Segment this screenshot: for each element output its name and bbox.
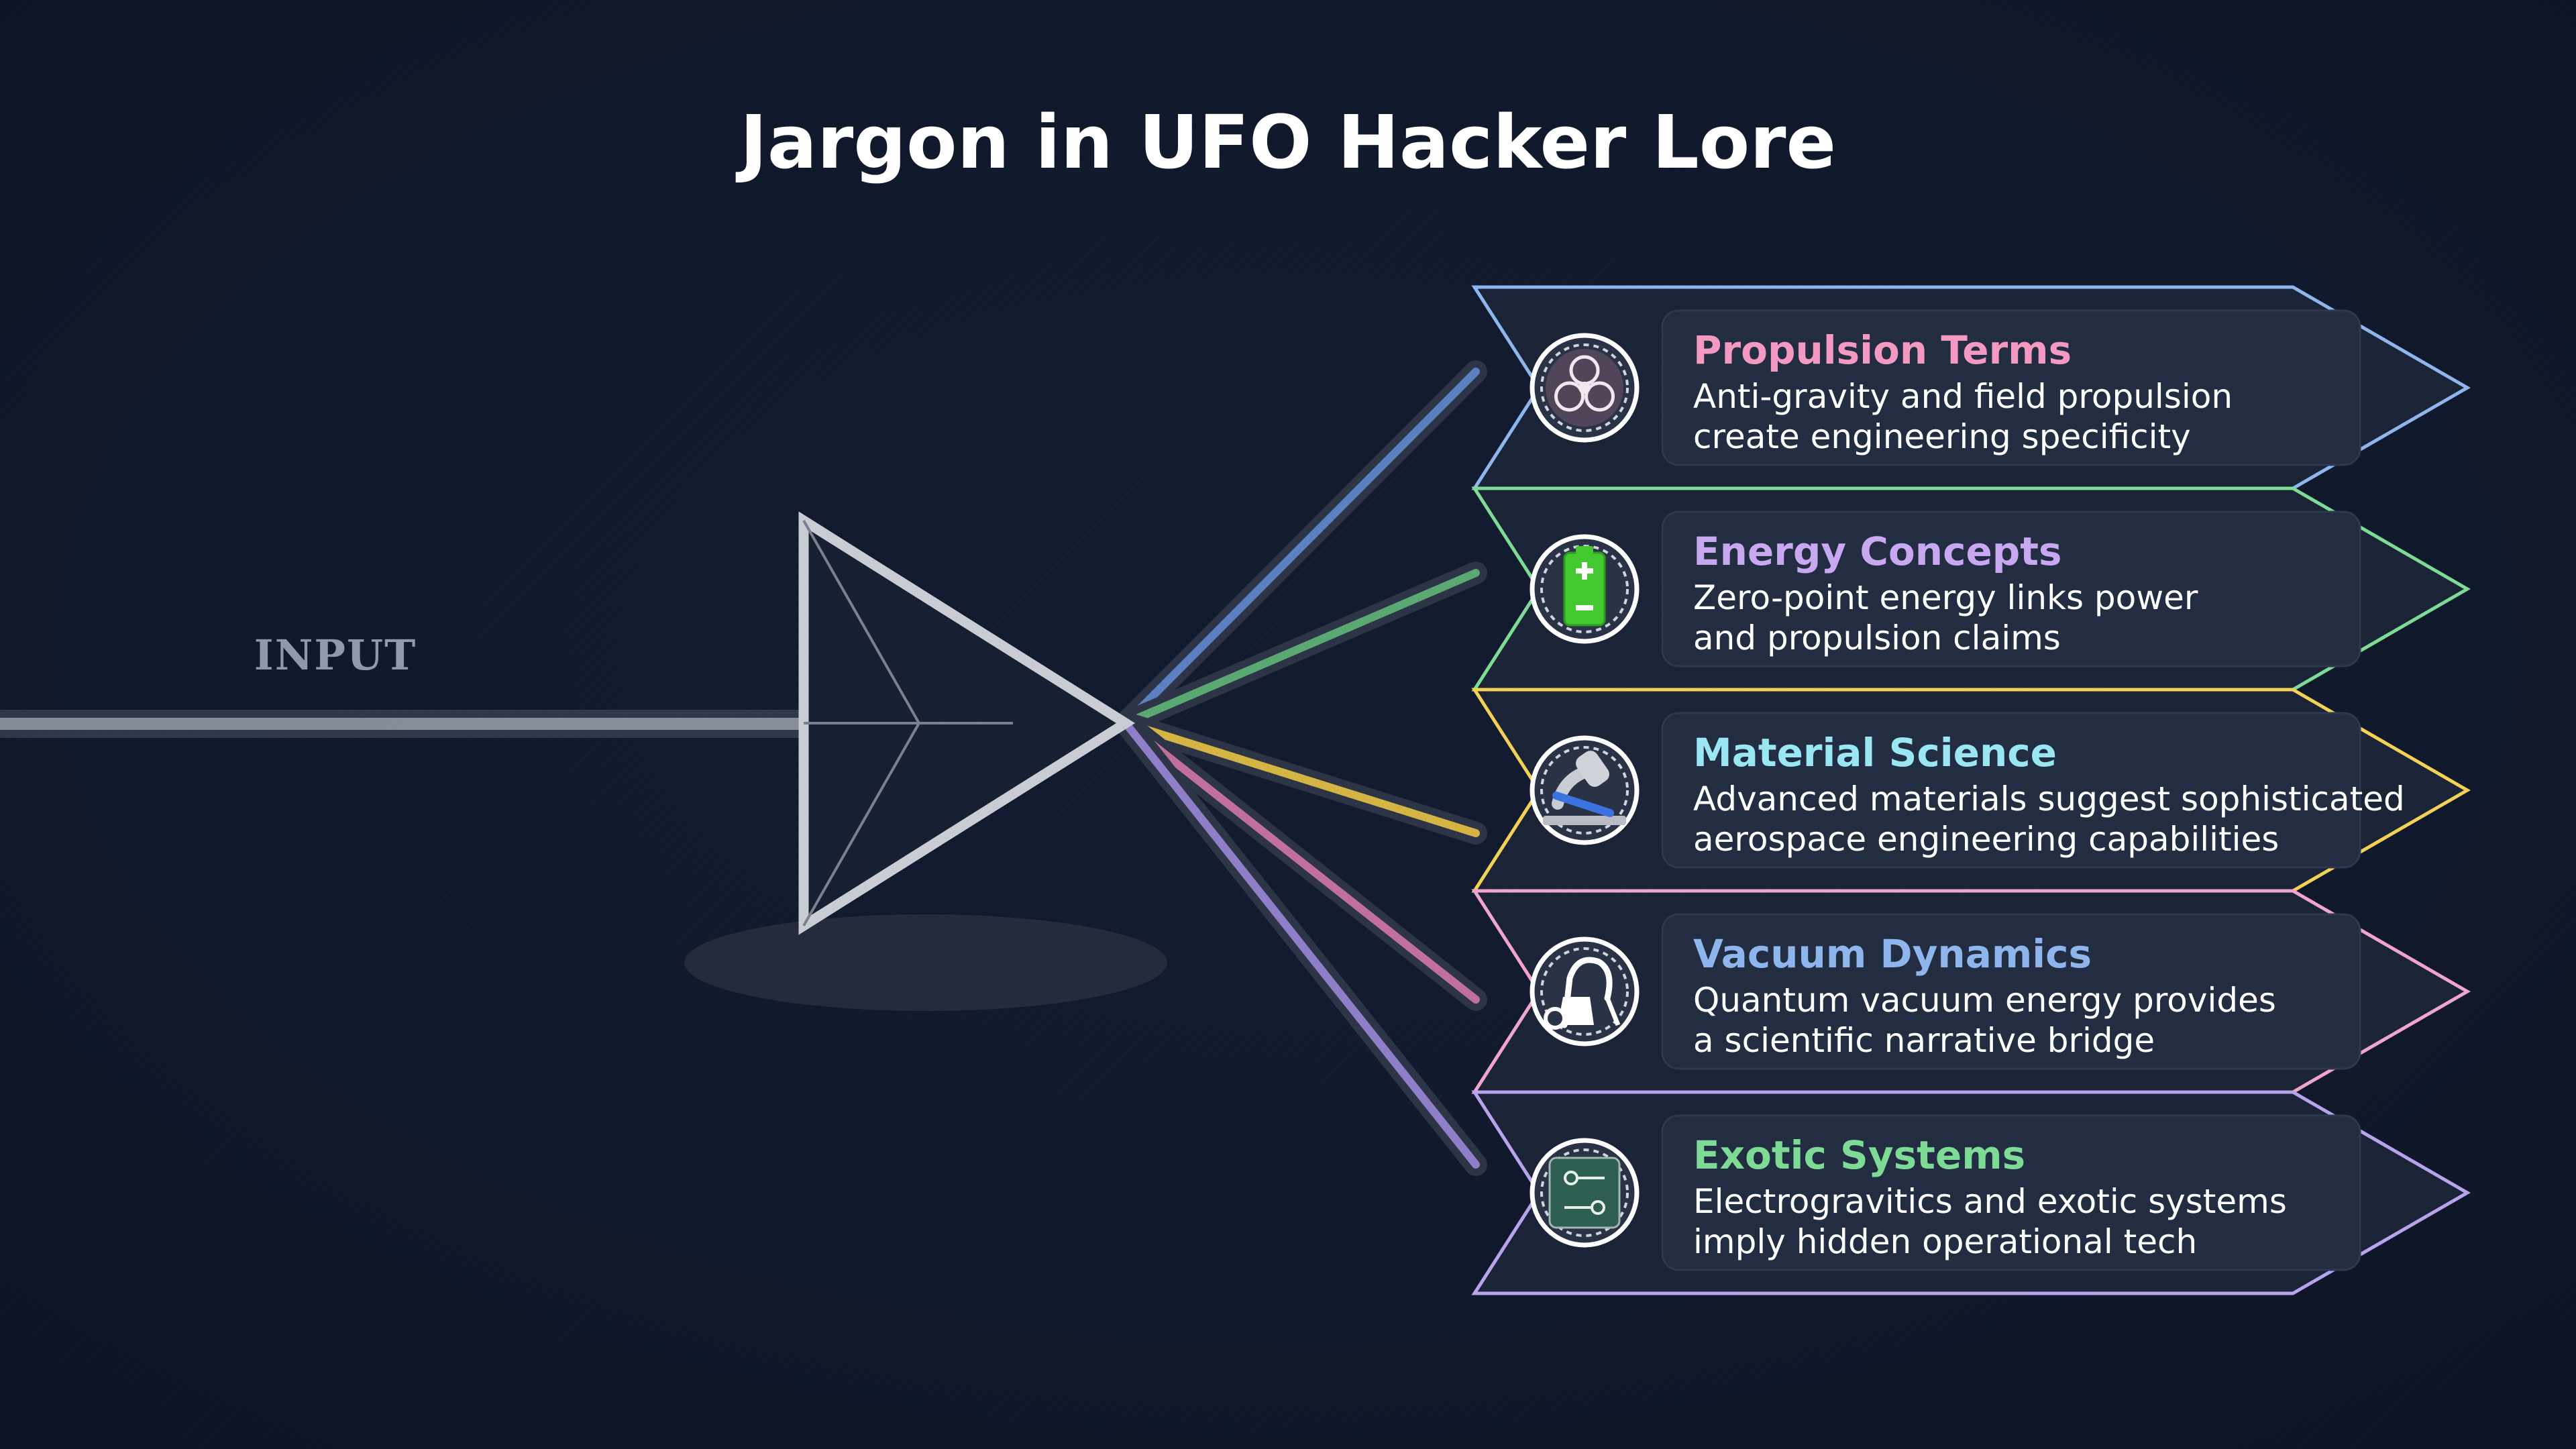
card-panel bbox=[1661, 712, 2361, 869]
card-title: Exotic Systems bbox=[1693, 1132, 2025, 1178]
card-description-line: Quantum vacuum energy provides bbox=[1693, 981, 2276, 1020]
card-title: Vacuum Dynamics bbox=[1693, 931, 2092, 977]
fan-icon bbox=[1529, 333, 1640, 443]
beam-4 bbox=[1122, 719, 1480, 1004]
card-panel bbox=[1661, 511, 2361, 667]
card-description-line: Anti-gravity and field propulsion bbox=[1693, 377, 2233, 416]
microscope-icon bbox=[1529, 735, 1640, 845]
input-label: INPUT bbox=[254, 631, 417, 680]
card-panel bbox=[1661, 309, 2361, 466]
card-description-line: aerospace engineering capabilities bbox=[1693, 820, 2279, 859]
beam-2 bbox=[1122, 569, 1480, 727]
battery-icon bbox=[1529, 534, 1640, 644]
input-beam bbox=[0, 710, 805, 738]
beam-1 bbox=[1122, 368, 1480, 727]
card-title: Propulsion Terms bbox=[1693, 327, 2072, 373]
card-description-line: create engineering specificity bbox=[1693, 417, 2191, 456]
card-description-line: Advanced materials suggest sophisticated bbox=[1693, 780, 2405, 818]
card-description-line: and propulsion claims bbox=[1693, 619, 2061, 657]
card-panel bbox=[1661, 913, 2361, 1070]
card-title: Energy Concepts bbox=[1693, 529, 2062, 574]
card-description-line: a scientific narrative bridge bbox=[1693, 1021, 2155, 1060]
prism bbox=[798, 511, 1136, 935]
card-description-line: Zero-point energy links power bbox=[1693, 578, 2198, 617]
card-description-line: imply hidden operational tech bbox=[1693, 1222, 2197, 1261]
page-title: Jargon in UFO Hacker Lore bbox=[735, 99, 1836, 185]
card-description-line: Electrogravitics and exotic systems bbox=[1693, 1182, 2287, 1221]
output-beams bbox=[1114, 360, 1487, 1176]
circuit-icon bbox=[1529, 1138, 1640, 1248]
beam-3 bbox=[1122, 719, 1480, 837]
vacuum-icon bbox=[1529, 936, 1640, 1046]
prism-shadow bbox=[684, 914, 1167, 1011]
card-title: Material Science bbox=[1693, 730, 2057, 775]
beam-5 bbox=[1122, 719, 1480, 1169]
card-panel bbox=[1661, 1114, 2361, 1271]
